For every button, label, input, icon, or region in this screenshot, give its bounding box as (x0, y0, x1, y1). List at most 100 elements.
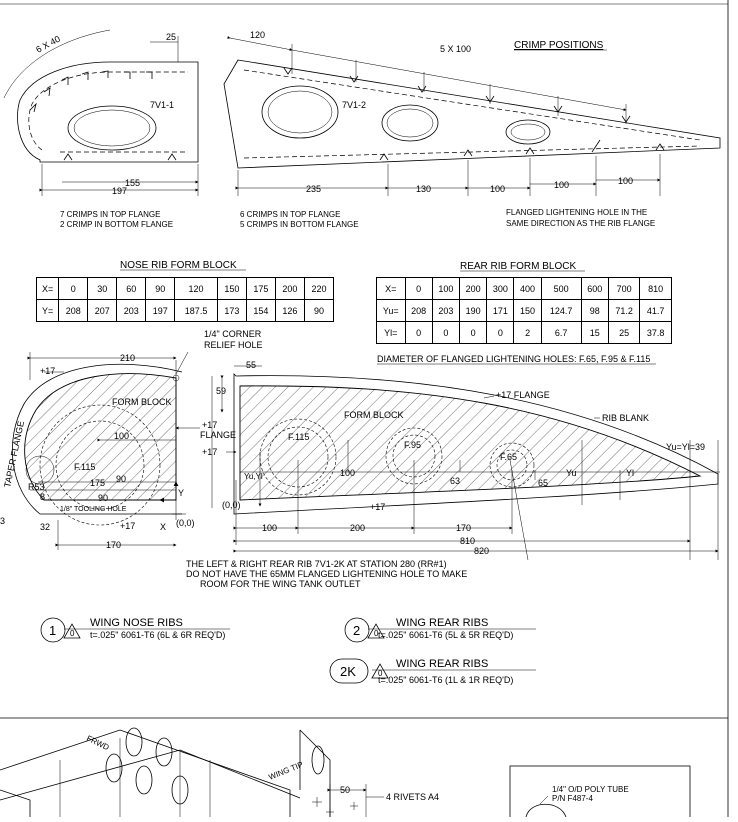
dim-63: 63 (450, 476, 460, 486)
part-2-number: 2 (353, 623, 360, 638)
rear-rib-crimp-view: 120 5 X 100 235 130 100 100 100 7V1-2 CR… (223, 30, 721, 196)
table-row-header: X= (376, 277, 406, 300)
table-cell: 154 (245, 299, 276, 322)
dim-100c: 100 (618, 176, 633, 186)
dim-5x100: 5 X 100 (440, 44, 471, 54)
dim-235: 235 (306, 184, 321, 194)
part-callout-1: 1 0 WING NOSE RIBS t=.025" 6061-T6 (6L &… (40, 617, 230, 643)
table-cell: 71.2 (607, 299, 641, 322)
yu-yl-label: Yu,Yl (244, 472, 263, 481)
table-cell: 90 (303, 299, 335, 322)
table-cell: 197 (145, 299, 176, 322)
table-row-header: Y= (35, 299, 60, 322)
part-1-name: WING NOSE RIBS (90, 617, 183, 629)
table-row-header: X= (35, 277, 60, 300)
flange-plus17-top: +17 (40, 366, 55, 376)
table-cell: 203 (116, 299, 147, 322)
part-2k-name: WING REAR RIBS (396, 658, 488, 670)
table-cell: 200 (274, 277, 305, 300)
dim-65: 65 (538, 478, 548, 488)
rib-blank-label: RIB BLANK (602, 413, 649, 423)
table-row-header: Yu= (376, 299, 406, 322)
table-cell: 207 (87, 299, 118, 322)
table-cell: 15 (580, 321, 609, 344)
table-cell: 190 (458, 299, 488, 322)
part-2k-rev: 0 (378, 669, 383, 678)
yu-equals-yl: Yu=Yl=39 (666, 442, 705, 452)
rivets-note: 4 RIVETS A4 (386, 792, 439, 802)
table-cell: 600 (580, 277, 609, 300)
yl-label: Yl (626, 468, 634, 478)
station-note-line3: ROOM FOR THE WING TANK OUTLET (200, 579, 361, 589)
dim-100-vertical: 100 (340, 468, 355, 478)
dim-120: 120 (250, 30, 265, 40)
lower-isometric-view: FRWD WING TIP 50 4 RIVETS A4 1/4" O/D PO… (0, 727, 691, 822)
flanged-holes-diameter-note: DIAMETER OF FLANGED LIGHTENING HOLES: F.… (377, 354, 650, 364)
dim-90b: 90 (98, 493, 108, 503)
nose-form-block-label: FORM BLOCK (112, 397, 172, 407)
hole-f65: F.65 (500, 452, 517, 462)
table-cell: 126 (274, 299, 305, 322)
dim-155: 155 (125, 178, 140, 188)
poly-tube-note-1: 1/4" O/D POLY TUBE (552, 785, 629, 794)
dim-50: 50 (340, 785, 350, 795)
table-cell: 37.8 (639, 321, 672, 344)
station-note-line2: DO NOT HAVE THE 65MM FLANGED LIGHTENING … (186, 569, 467, 579)
hole-f95: F.95 (404, 440, 421, 450)
table-cell: 120 (174, 277, 218, 300)
dim-210: 210 (120, 353, 135, 363)
dim-100a: 100 (490, 184, 505, 194)
yu-label: Yu (566, 468, 577, 478)
part-2-name: WING REAR RIBS (396, 617, 488, 629)
wing-tip-label: WING TIP (267, 760, 304, 782)
table-cell: 500 (540, 277, 582, 300)
flange-plus17-bottom-rear: +17 (370, 502, 385, 512)
table-cell: 25 (607, 321, 641, 344)
table-cell: 150 (216, 277, 247, 300)
dim-100b: 100 (554, 180, 569, 190)
dim-100: 100 (114, 431, 129, 441)
corner-note-2: RELIEF HOLE (204, 340, 263, 350)
part-1-spec: t=.025" 6061-T6 (6L & 6R REQ'D) (90, 630, 225, 640)
crimp-positions-title: CRIMP POSITIONS (514, 40, 604, 51)
dim-8: 8 (40, 492, 45, 502)
part-2k-spec: t=.025" 6061-T6 (1L & 1R REQ'D) (378, 675, 513, 685)
table-cell: 200 (458, 277, 488, 300)
table-cell: 0 (58, 277, 89, 300)
dim-55: 55 (246, 360, 256, 370)
table-cell: 0 (458, 321, 488, 344)
flange-plus17-left: +17 (202, 447, 217, 457)
table-cell: 41.7 (639, 299, 672, 322)
dim-90: 90 (116, 474, 126, 484)
note-nose-crimps-top: 7 CRIMPS IN TOP FLANGE (60, 210, 160, 219)
table-row-header: Yl= (376, 321, 406, 344)
table-cell: 124.7 (540, 299, 582, 322)
dim-200: 200 (350, 523, 365, 533)
table-cell: 90 (145, 277, 176, 300)
table-cell: 0 (404, 321, 433, 344)
table-cell: 60 (116, 277, 147, 300)
table-cell: 150 (513, 299, 542, 322)
dim-175: 175 (90, 478, 105, 488)
part-2-spec: t=.025" 6061-T6 (5L & 5R REQ'D) (378, 630, 513, 640)
table-cell: 400 (513, 277, 542, 300)
table-cell: 203 (431, 299, 460, 322)
dim-820: 820 (474, 546, 489, 556)
rear-form-block-label: FORM BLOCK (344, 410, 404, 420)
nose-table-title: NOSE RIB FORM BLOCK (120, 260, 237, 271)
flange-plus17-bottom: +17 (120, 521, 135, 531)
flange-plus17-label: +17 FLANGE (496, 390, 550, 400)
dim-170-rear: 170 (456, 523, 471, 533)
x-axis-label-nose: X (160, 522, 166, 532)
dim-59: 59 (216, 386, 226, 396)
table-cell: 0 (431, 321, 460, 344)
hole-f115-rear: F.115 (288, 432, 309, 442)
part-callout-2: 2 0 WING REAR RIBS t=.025" 6061-T6 (5L &… (344, 617, 536, 643)
corner-note-1: 1/4" CORNER (204, 329, 262, 339)
dim-197: 197 (112, 186, 127, 196)
